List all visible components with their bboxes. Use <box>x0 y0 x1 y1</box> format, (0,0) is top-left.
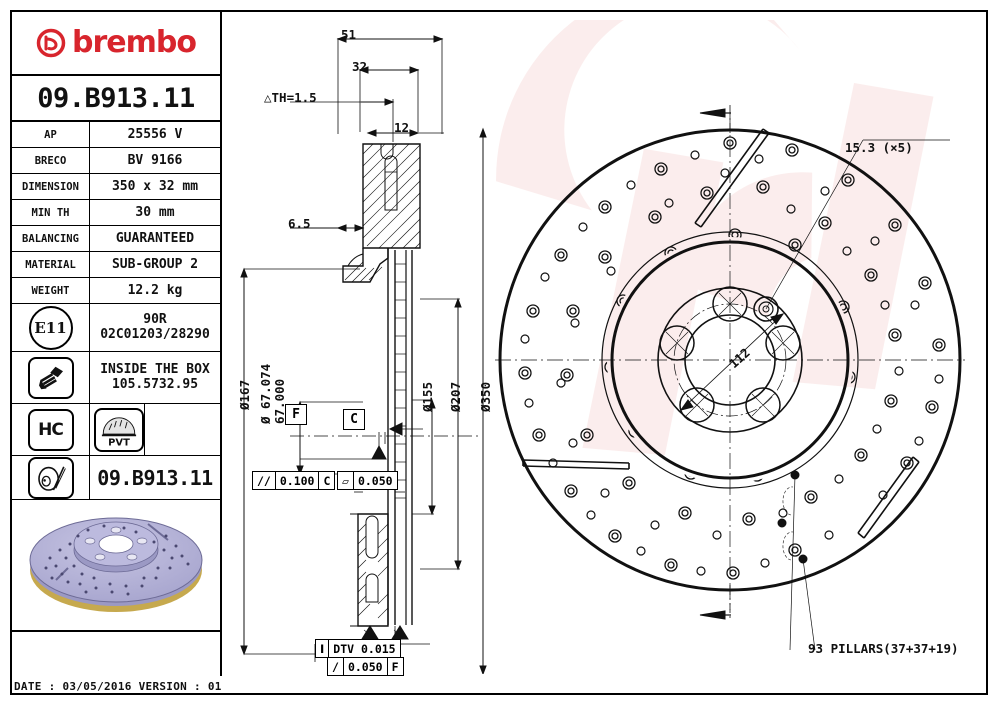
table-row: BRECO BV 9166 <box>12 148 220 174</box>
marks-row: HC PVT <box>12 404 220 456</box>
e11-circle-icon: E11 <box>28 305 73 350</box>
tol-datum: C <box>323 473 331 488</box>
row-label: MIN TH <box>12 200 90 225</box>
brand-logo: brembo <box>12 12 220 76</box>
table-row: AP 25556 V <box>12 122 220 148</box>
svg-text:PVT: PVT <box>108 437 130 448</box>
row-value: 350 x 32 mm <box>111 179 199 194</box>
row-label: DIMENSION <box>12 174 90 199</box>
inside-box-value: INSIDE THE BOX 105.5732.95 <box>90 352 220 403</box>
brake-disc-3d-render-svg <box>29 517 203 612</box>
row-label: AP <box>12 122 90 147</box>
row-value: BV 9166 <box>127 153 183 168</box>
pvt-cell: PVT <box>90 404 220 455</box>
row-label: MATERIAL <box>12 252 90 277</box>
row-label: WEIGHT <box>12 278 90 303</box>
tolerance-frame-flatness: ▱ 0.050 <box>337 471 398 490</box>
datum-f: F <box>285 404 307 425</box>
table-row: DIMENSION 350 x 32 mm <box>12 174 220 200</box>
label-pillars: 93 PILLARS(37+37+19) <box>808 641 959 656</box>
row-value: 25556 V <box>127 127 183 142</box>
disc-icon-cell <box>12 456 90 499</box>
part-code-header: 09.B913.11 <box>12 76 220 122</box>
inside-box-row: INSIDE THE BOX 105.5732.95 <box>12 352 220 404</box>
homologation-line1: 90R <box>143 311 167 327</box>
tol-symbol: / <box>328 658 344 675</box>
dim-dia-350: Ø350 <box>478 381 493 412</box>
dim-offset-65: 6.5 <box>288 216 311 231</box>
homologation-value: 90R 02C01203/28290 <box>90 304 220 351</box>
screw-icon <box>27 356 74 399</box>
tol-datum: F <box>391 659 399 674</box>
label-bolt-hole-dia: 15.3 (×5) <box>845 140 913 155</box>
brembo-mark-icon <box>36 28 66 58</box>
disc-code-row: 09.B913.11 <box>12 456 220 500</box>
tolerance-frame-runout: / 0.050 F <box>327 657 404 676</box>
e11-cell: E11 <box>12 304 90 351</box>
hc-cell: HC <box>12 404 90 455</box>
hc-icon: HC <box>27 408 74 451</box>
row-label: BALANCING <box>12 226 90 251</box>
row-value: 12.2 kg <box>127 283 183 298</box>
tolerance-frame-parallelism: // 0.100 C <box>252 471 336 490</box>
tol-value: 0.100 <box>276 472 320 489</box>
table-row: WEIGHT 12.2 kg <box>12 278 220 304</box>
part-code-text: 09.B913.11 <box>37 82 195 114</box>
homologation-line2: 02C01203/28290 <box>100 326 210 342</box>
tol-value: 0.050 <box>357 473 393 488</box>
dim-dia-167: Ø167 <box>237 379 252 410</box>
date-version-line: DATE : 03/05/2016 VERSION : 01 <box>14 680 222 693</box>
brake-disc-icon <box>27 456 74 499</box>
dim-bore-upper: Ø 67.074 <box>258 363 273 424</box>
table-row: MIN TH 30 mm <box>12 200 220 226</box>
brand-wordmark: brembo <box>72 25 197 60</box>
tol-symbol: I <box>316 640 330 657</box>
tol-symbol: // <box>253 472 276 489</box>
tol-value: DTV 0.015 <box>333 641 396 656</box>
tol-value: 0.050 <box>344 658 388 675</box>
homologation-row: E11 90R 02C01203/28290 <box>12 304 220 352</box>
row-value: SUB-GROUP 2 <box>111 257 199 272</box>
tolerance-frame-dtv: I DTV 0.015 <box>315 639 401 658</box>
dim-hat-width: 32 <box>352 59 368 74</box>
cross-section-drawing <box>240 35 487 674</box>
tol-symbol: ▱ <box>338 472 354 489</box>
pvt-icon: PVT <box>94 407 144 452</box>
row-label: BRECO <box>12 148 90 173</box>
disc-3d-render <box>12 500 220 632</box>
row-value: GUARANTEED <box>115 231 195 246</box>
face-view-drawing <box>495 105 965 651</box>
dim-pad-12: 12 <box>394 120 410 135</box>
inside-box-line1: INSIDE THE BOX <box>100 361 210 377</box>
table-row: BALANCING GUARANTEED <box>12 226 220 252</box>
dim-dia-207: Ø207 <box>448 381 463 412</box>
table-row: MATERIAL SUB-GROUP 2 <box>12 252 220 278</box>
datum-c: C <box>343 409 365 430</box>
disc-code-value: 09.B913.11 <box>97 465 213 490</box>
dim-th-delta: △TH=1.5 <box>264 90 317 105</box>
row-value: 30 mm <box>135 205 175 220</box>
dim-overall-width: 51 <box>341 27 357 42</box>
dim-dia-155: Ø155 <box>420 381 435 412</box>
sheet-border <box>10 10 988 695</box>
inside-box-line2: 105.5732.95 <box>111 376 199 392</box>
hc-label: HC <box>38 419 64 440</box>
spec-panel: brembo 09.B913.11 AP 25556 V BRECO BV 91… <box>12 12 222 676</box>
screw-cell <box>12 352 90 403</box>
